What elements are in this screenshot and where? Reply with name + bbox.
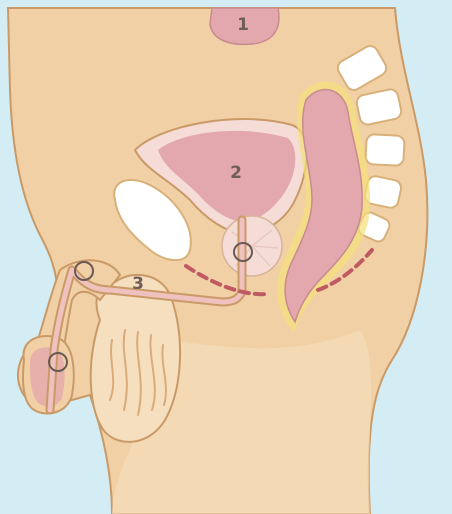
label-kidney: 1 — [237, 15, 249, 35]
label-bladder: 2 — [230, 163, 242, 183]
label-urethra: 3 — [132, 274, 144, 294]
